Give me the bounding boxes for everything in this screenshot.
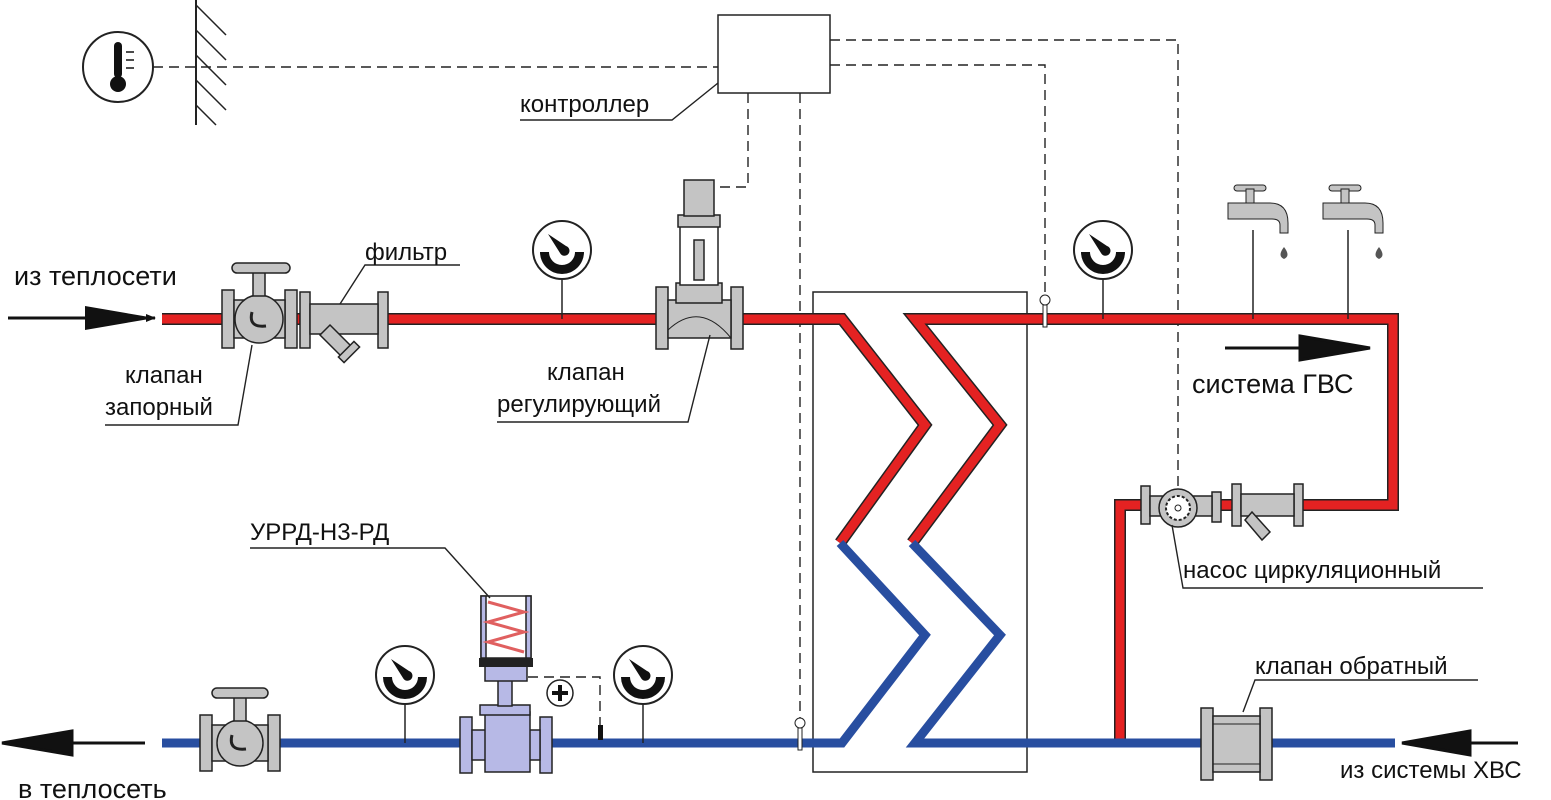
to-network-label: в теплосеть — [18, 774, 167, 800]
controller-label: контроллер — [520, 91, 649, 118]
hot-water-tap-icon — [1322, 184, 1384, 319]
arrow-dhw-icon — [1225, 334, 1371, 362]
dhw-system-label: система ГВС — [1192, 369, 1353, 399]
arrow-in-supply-icon — [85, 306, 155, 330]
from-network-label: из теплосети — [14, 261, 177, 291]
filter-label: фильтр — [365, 239, 447, 266]
strainer-supply — [299, 291, 389, 364]
circulation-pump-label: насос циркуляционный — [1183, 557, 1441, 584]
circulation-pump — [1140, 485, 1222, 528]
supply-pipe — [162, 313, 1399, 743]
pressure-gauge-icon — [613, 645, 673, 743]
check-valve — [1200, 707, 1273, 781]
controller-box — [717, 14, 831, 94]
from-cold-water-label: из системы ХВС — [1340, 757, 1522, 784]
arrow-out-return-icon — [1, 729, 145, 757]
impulse-tap-icon — [546, 679, 603, 740]
temperature-sensor-icon — [794, 717, 806, 751]
pressure-regulator-label: УРРД-Н3-РД — [250, 519, 389, 546]
shutoff-valve-label-1: клапан — [125, 362, 203, 389]
signal-lines — [153, 39, 1179, 725]
pressure-gauge-icon — [1073, 220, 1133, 319]
hot-water-tap-icon — [1227, 184, 1289, 319]
pressure-regulator — [459, 595, 553, 774]
control-valve-label-1: клапан — [547, 359, 625, 386]
arrow-in-cold-icon — [1401, 729, 1518, 757]
check-valve-label: клапан обратный — [1255, 653, 1448, 680]
outdoor-thermometer-icon — [82, 31, 154, 103]
building-wall — [195, 0, 227, 126]
temperature-sensor-icon — [1039, 294, 1051, 328]
pressure-gauge-icon — [375, 645, 435, 743]
control-valve — [655, 179, 744, 350]
shutoff-valve-supply — [221, 262, 298, 349]
shutoff-valve-label-2: запорный — [105, 394, 213, 421]
shutoff-valve-return — [199, 687, 281, 772]
pressure-gauge-icon — [532, 220, 592, 319]
strainer-pump — [1231, 483, 1304, 542]
control-valve-label-2: регулирующий — [497, 391, 661, 418]
